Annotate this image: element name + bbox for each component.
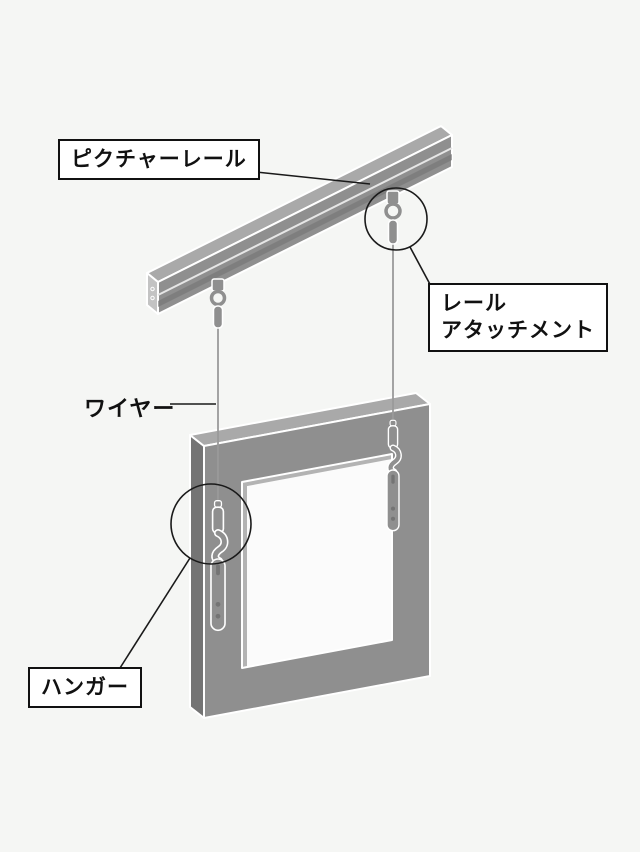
frame-inner-lip-top xyxy=(242,454,392,487)
attachment-ring xyxy=(384,202,402,220)
rail-endcap-hole xyxy=(150,295,155,301)
label-hanger: ハンガー xyxy=(28,667,142,709)
annotation-circle-attachment xyxy=(364,187,428,251)
hanger-left xyxy=(211,501,225,631)
rail-groove xyxy=(158,154,452,307)
label-picture-rail: ピクチャーレール xyxy=(58,139,260,181)
rail-attachment-left xyxy=(209,278,227,329)
leader-line-picture-rail xyxy=(255,171,371,185)
rail-channel-highlight xyxy=(157,147,453,296)
annotation-circle-hanger xyxy=(170,483,252,565)
label-wire: ワイヤー xyxy=(84,397,176,422)
leader-line-rail-attachment xyxy=(409,246,433,289)
frame-opening xyxy=(242,454,392,668)
attachment-ring xyxy=(209,289,227,307)
frame-inner-lip-left xyxy=(242,481,247,668)
rail-endcap-hole xyxy=(150,286,155,292)
label-rail-attachment-line1: レール xyxy=(441,291,507,315)
label-rail-attachment: レール アタッチメント xyxy=(428,283,608,352)
picture-rail xyxy=(146,125,453,315)
rail-attachment-right xyxy=(384,190,402,245)
picture-frame xyxy=(189,392,431,719)
leader-line-hanger xyxy=(119,557,191,669)
hanger-right xyxy=(387,420,399,530)
label-rail-attachment-line2: アタッチメント xyxy=(441,318,595,343)
